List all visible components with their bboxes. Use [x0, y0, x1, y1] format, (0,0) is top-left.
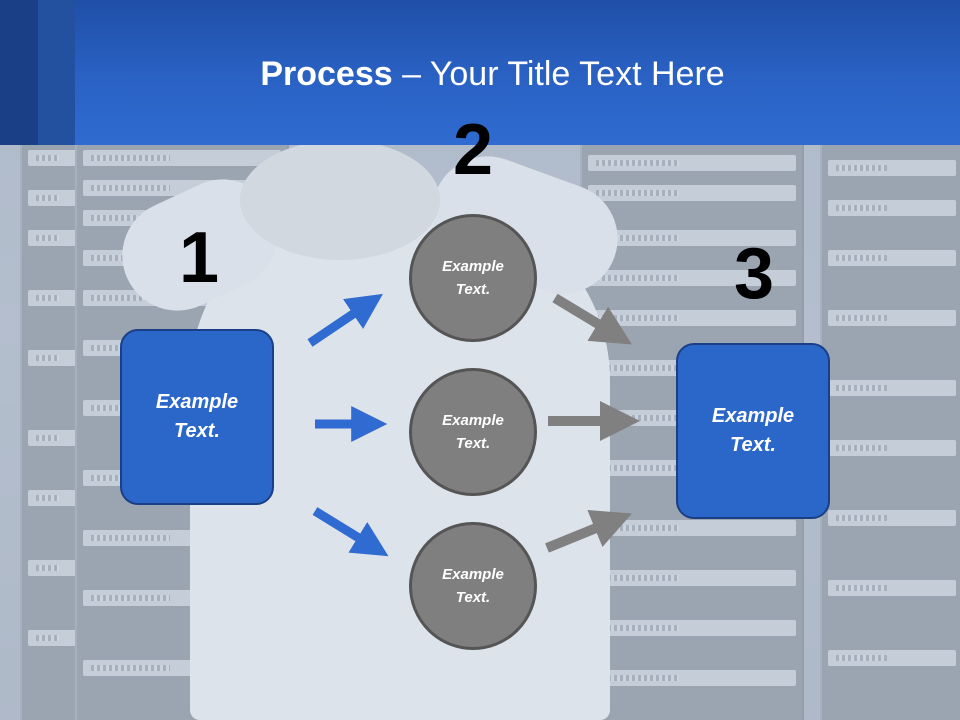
circle-text: Example Text.: [442, 566, 504, 606]
arrow-bottom-circle-to-box: [545, 509, 632, 553]
step-3-box: Example Text.: [676, 343, 830, 519]
step-number-3: 3: [733, 234, 775, 314]
slide-title-rest: – Your Title Text Here: [392, 55, 725, 93]
step-1-text: Example Text.: [155, 391, 239, 442]
header-accent-strip: [38, 0, 75, 145]
circle-text: Example Text.: [442, 412, 504, 452]
arrow-to-top-circle: [307, 293, 383, 347]
step-2-circle-top: Example Text.: [409, 214, 537, 342]
title-bar: [0, 0, 960, 145]
step-3-text: Example Text.: [711, 405, 795, 456]
slide-title: Process – Your Title Text Here: [0, 52, 960, 96]
circle-text: Example Text.: [442, 258, 504, 298]
slide-title-bold: Process: [260, 55, 393, 93]
step-2-circle-bottom: Example Text.: [409, 522, 537, 650]
arrow-to-bottom-circle: [312, 507, 389, 557]
step-1-box: Example Text.: [120, 329, 274, 505]
step-number-1: 1: [178, 218, 220, 298]
step-number-2: 2: [452, 110, 494, 190]
header-accent-strip: [0, 0, 38, 145]
step-2-circle-middle: Example Text.: [409, 368, 537, 496]
arrow-top-circle-to-box: [552, 293, 632, 345]
